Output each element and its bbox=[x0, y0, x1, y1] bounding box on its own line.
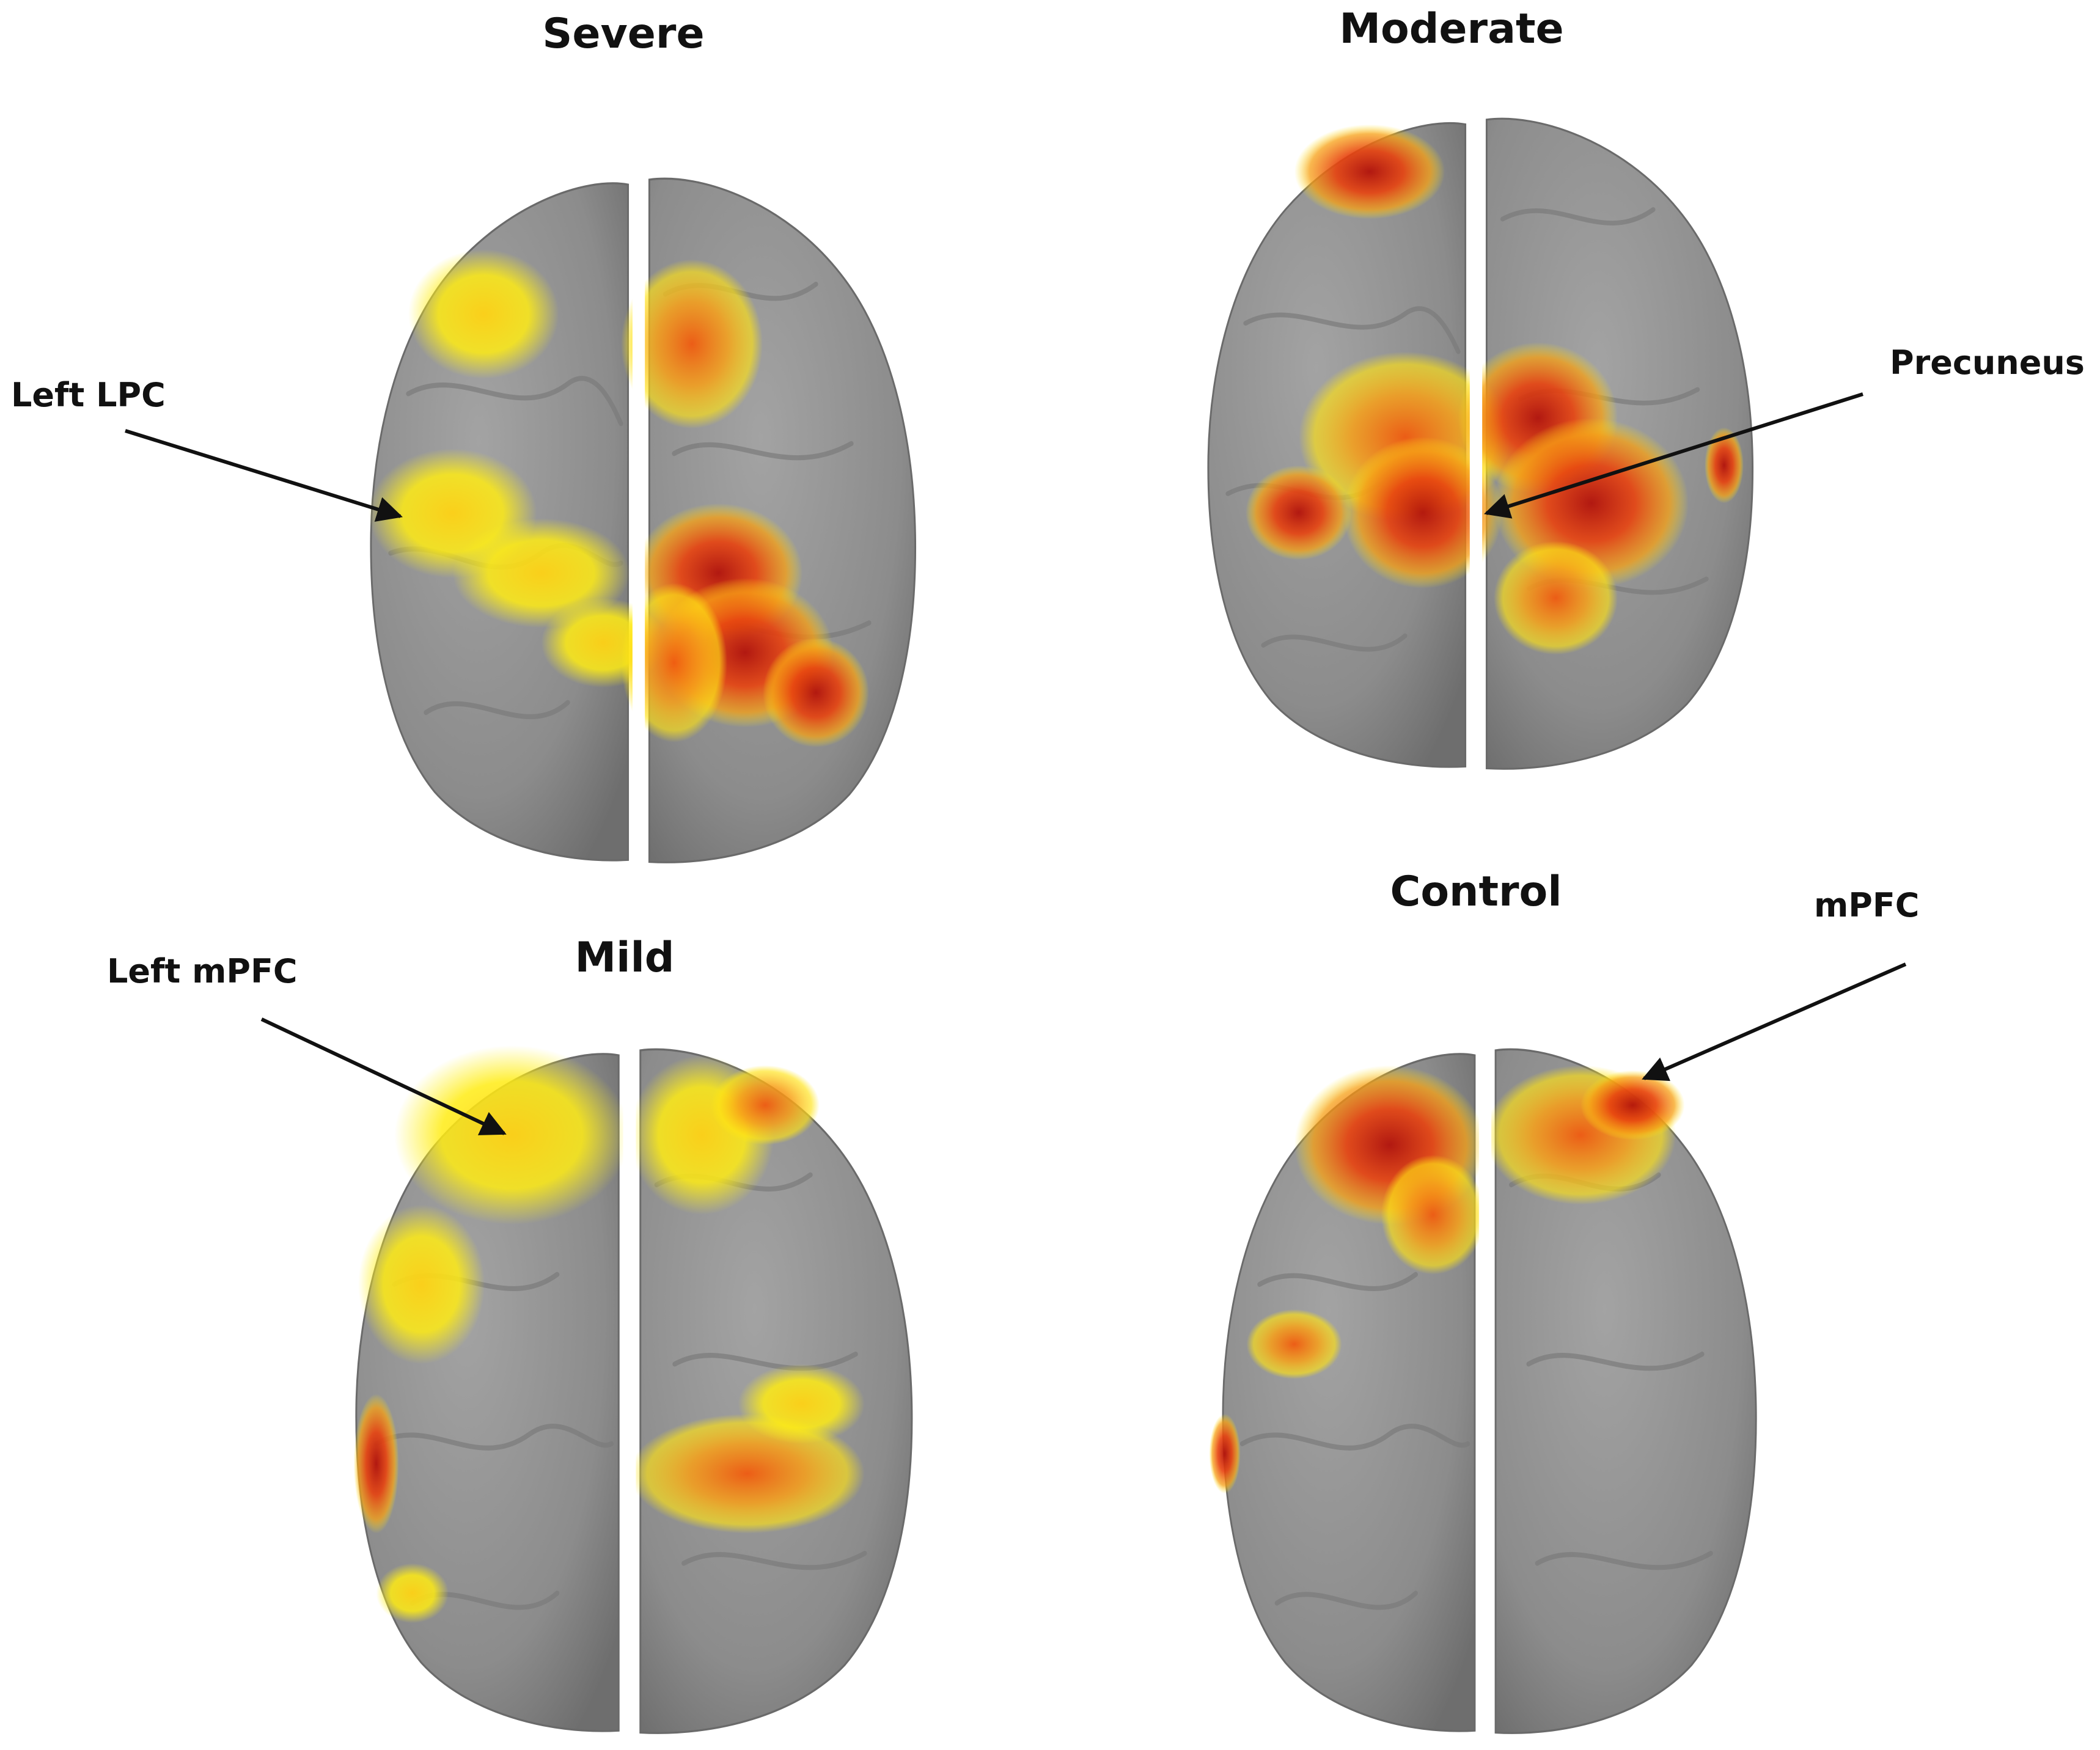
panel-title-severe: Severe bbox=[542, 10, 704, 58]
callout-label-mpfc: mPFC bbox=[1814, 886, 1919, 924]
panel-title-moderate: Moderate bbox=[1339, 5, 1563, 53]
callout-arrow-left-mpfc bbox=[260, 1017, 507, 1135]
callout-arrow-left-lpc bbox=[125, 429, 403, 522]
brain-mild bbox=[353, 1045, 913, 1734]
callout-label-precuneus: Precuneus bbox=[1890, 343, 2085, 382]
brain-severe bbox=[368, 174, 917, 863]
brain-moderate bbox=[1207, 115, 1754, 770]
brain-control bbox=[1209, 1045, 1757, 1734]
callout-label-left-lpc: Left LPC bbox=[11, 376, 166, 414]
callout-label-left-mpfc: Left mPFC bbox=[107, 952, 298, 990]
callout-arrow-mpfc bbox=[1642, 962, 1907, 1082]
callout-arrow-precuneus bbox=[1483, 392, 1863, 519]
panel-title-mild: Mild bbox=[575, 934, 675, 982]
panel-title-control: Control bbox=[1390, 868, 1562, 916]
